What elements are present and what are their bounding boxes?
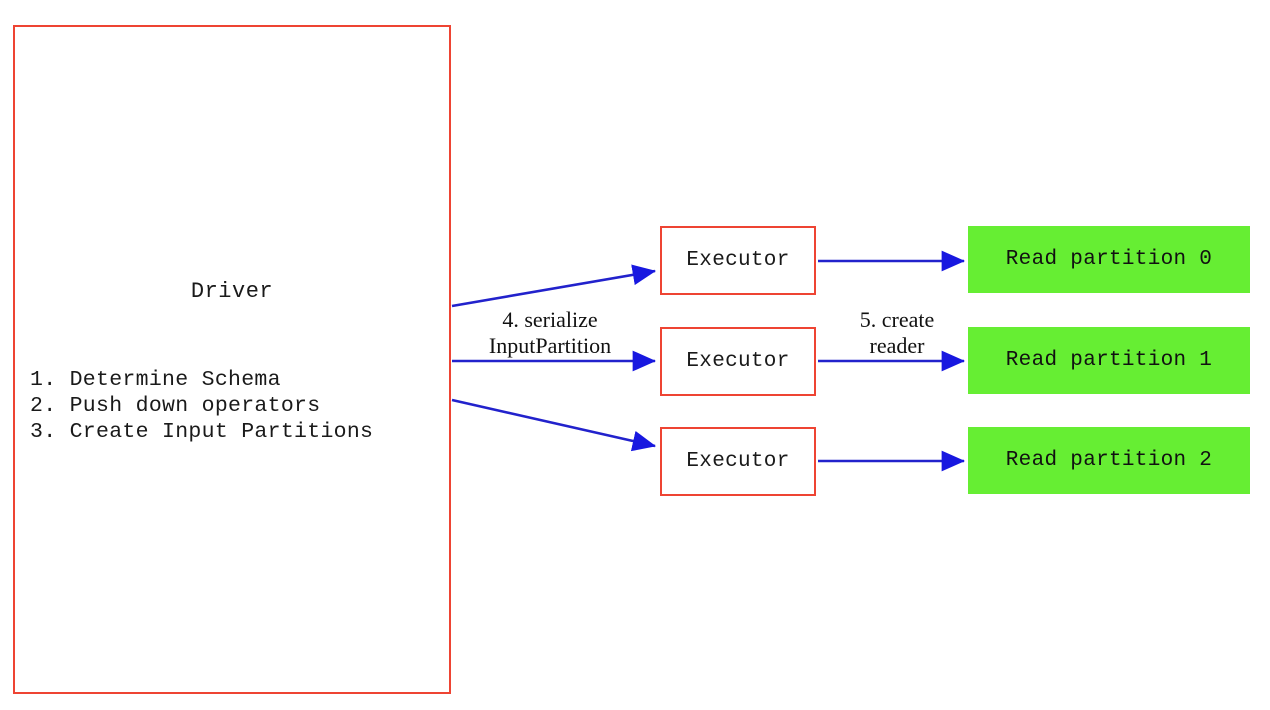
driver-title: Driver <box>190 279 274 304</box>
executor-box-2: Executor <box>660 427 816 496</box>
executor-label: Executor <box>686 350 790 373</box>
driver-steps-list: 1. Determine Schema 2. Push down operato… <box>30 368 374 444</box>
read-partition-label: Read partition 1 <box>1005 349 1213 372</box>
arrow-driver-to-executor-2 <box>451 398 657 452</box>
read-partition-label: Read partition 2 <box>1005 449 1213 472</box>
executor-box-0: Executor <box>660 226 816 295</box>
edge-label-create-reader: 5. create reader <box>859 307 935 358</box>
read-partition-box-1: Read partition 1 <box>968 327 1250 394</box>
read-partition-label: Read partition 0 <box>1005 248 1213 271</box>
executor-label: Executor <box>686 249 790 272</box>
executor-box-1: Executor <box>660 327 816 396</box>
read-partition-box-2: Read partition 2 <box>968 427 1250 494</box>
read-partition-box-0: Read partition 0 <box>968 226 1250 293</box>
arrow-driver-to-executor-0 <box>451 264 657 308</box>
edge-label-serialize: 4. serialize InputPartition <box>488 307 612 358</box>
driver-box: Driver 1. Determine Schema 2. Push down … <box>13 25 451 694</box>
executor-label: Executor <box>686 450 790 473</box>
